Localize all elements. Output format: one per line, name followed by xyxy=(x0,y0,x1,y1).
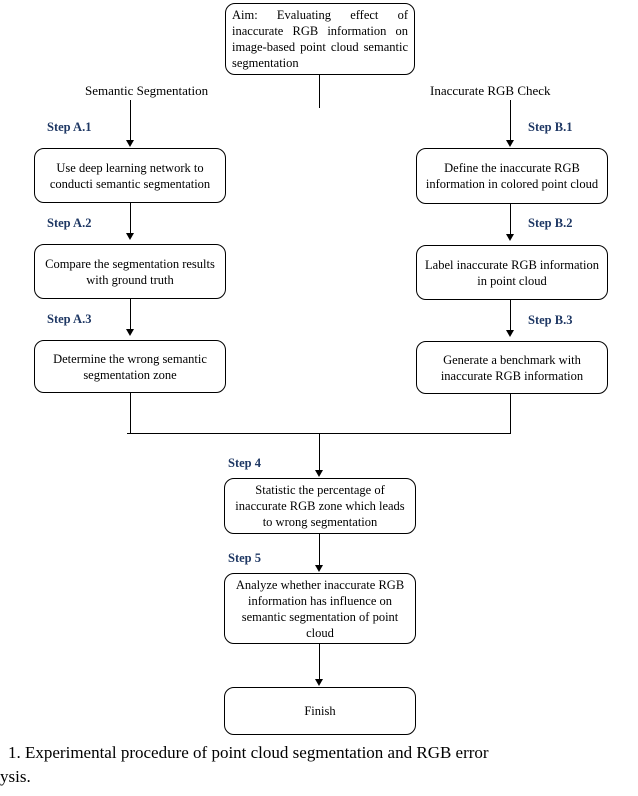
connector-b2-to-b3 xyxy=(510,300,511,333)
branch-title-inaccurate-rgb-check: Inaccurate RGB Check xyxy=(430,83,551,98)
arrowhead-b1 xyxy=(506,140,514,147)
step-label-b2: Step B.2 xyxy=(528,216,573,230)
node-a2[interactable]: Compare the segmentation results with gr… xyxy=(34,244,226,299)
node-finish-text: Finish xyxy=(304,704,336,718)
connector-a-title-to-a1 xyxy=(130,100,131,140)
connector-b-title-to-b1 xyxy=(510,100,511,140)
connector-a2-to-a3 xyxy=(130,299,131,332)
connector-a3-down xyxy=(130,393,131,433)
node-a3[interactable]: Determine the wrong semantic segmentatio… xyxy=(34,340,226,393)
step-label-a2: Step A.2 xyxy=(47,216,92,230)
node-a2-text: Compare the segmentation results with gr… xyxy=(45,256,215,287)
step-label-s4: Step 4 xyxy=(228,456,261,470)
arrowhead-a3 xyxy=(126,329,134,336)
node-s4-text: Statistic the percentage of inaccurate R… xyxy=(235,483,405,529)
arrowhead-b3 xyxy=(506,330,514,337)
node-s4[interactable]: Statistic the percentage of inaccurate R… xyxy=(224,478,416,534)
node-s5-text: Analyze whether inaccurate RGB informati… xyxy=(235,577,405,640)
connector-b3-down xyxy=(510,394,511,433)
node-s5[interactable]: Analyze whether inaccurate RGB informati… xyxy=(224,573,416,644)
node-a1[interactable]: Use deep learning network to conducti se… xyxy=(34,148,226,203)
connector-s5-to-finish xyxy=(319,644,320,682)
step-label-a3: Step A.3 xyxy=(47,312,92,326)
connector-aim-trunk xyxy=(319,75,320,108)
node-b3[interactable]: Generate a benchmark with inaccurate RGB… xyxy=(416,341,608,394)
arrowhead-s4 xyxy=(315,470,323,477)
arrowhead-b2 xyxy=(506,234,514,241)
connector-s4-to-s5 xyxy=(319,534,320,568)
figure-caption-line-1: 1. Experimental procedure of point cloud… xyxy=(8,743,489,762)
connector-merge-to-s4 xyxy=(319,433,320,473)
figure-caption: 1. Experimental procedure of point cloud… xyxy=(0,742,638,789)
node-b3-text: Generate a benchmark with inaccurate RGB… xyxy=(440,352,584,383)
arrowhead-a1 xyxy=(126,140,134,147)
step-label-s5: Step 5 xyxy=(228,551,261,565)
connector-b1-to-b2 xyxy=(510,204,511,237)
node-aim[interactable]: Aim: Evaluating effect of inaccurate RGB… xyxy=(225,3,415,75)
arrowhead-s5 xyxy=(315,565,323,572)
node-b1[interactable]: Define the inaccurate RGB information in… xyxy=(416,148,608,204)
step-label-b3: Step B.3 xyxy=(528,313,573,327)
connector-a1-to-a2 xyxy=(130,203,131,236)
node-b2-text: Label inaccurate RGB information in poin… xyxy=(425,257,599,288)
step-label-a1: Step A.1 xyxy=(47,120,92,134)
node-aim-text: Aim: Evaluating effect of inaccurate RGB… xyxy=(232,8,408,70)
node-a3-text: Determine the wrong semantic segmentatio… xyxy=(53,351,207,382)
node-a1-text: Use deep learning network to conducti se… xyxy=(49,160,211,191)
arrowhead-a2 xyxy=(126,233,134,240)
figure-caption-line-2: ysis. xyxy=(0,766,31,786)
step-label-b1: Step B.1 xyxy=(528,120,573,134)
arrowhead-finish xyxy=(315,679,323,686)
node-b1-text: Define the inaccurate RGB information in… xyxy=(425,161,599,191)
node-finish[interactable]: Finish xyxy=(224,687,416,735)
branch-title-semantic-segmentation: Semantic Segmentation xyxy=(85,83,209,98)
node-b2[interactable]: Label inaccurate RGB information in poin… xyxy=(416,245,608,300)
